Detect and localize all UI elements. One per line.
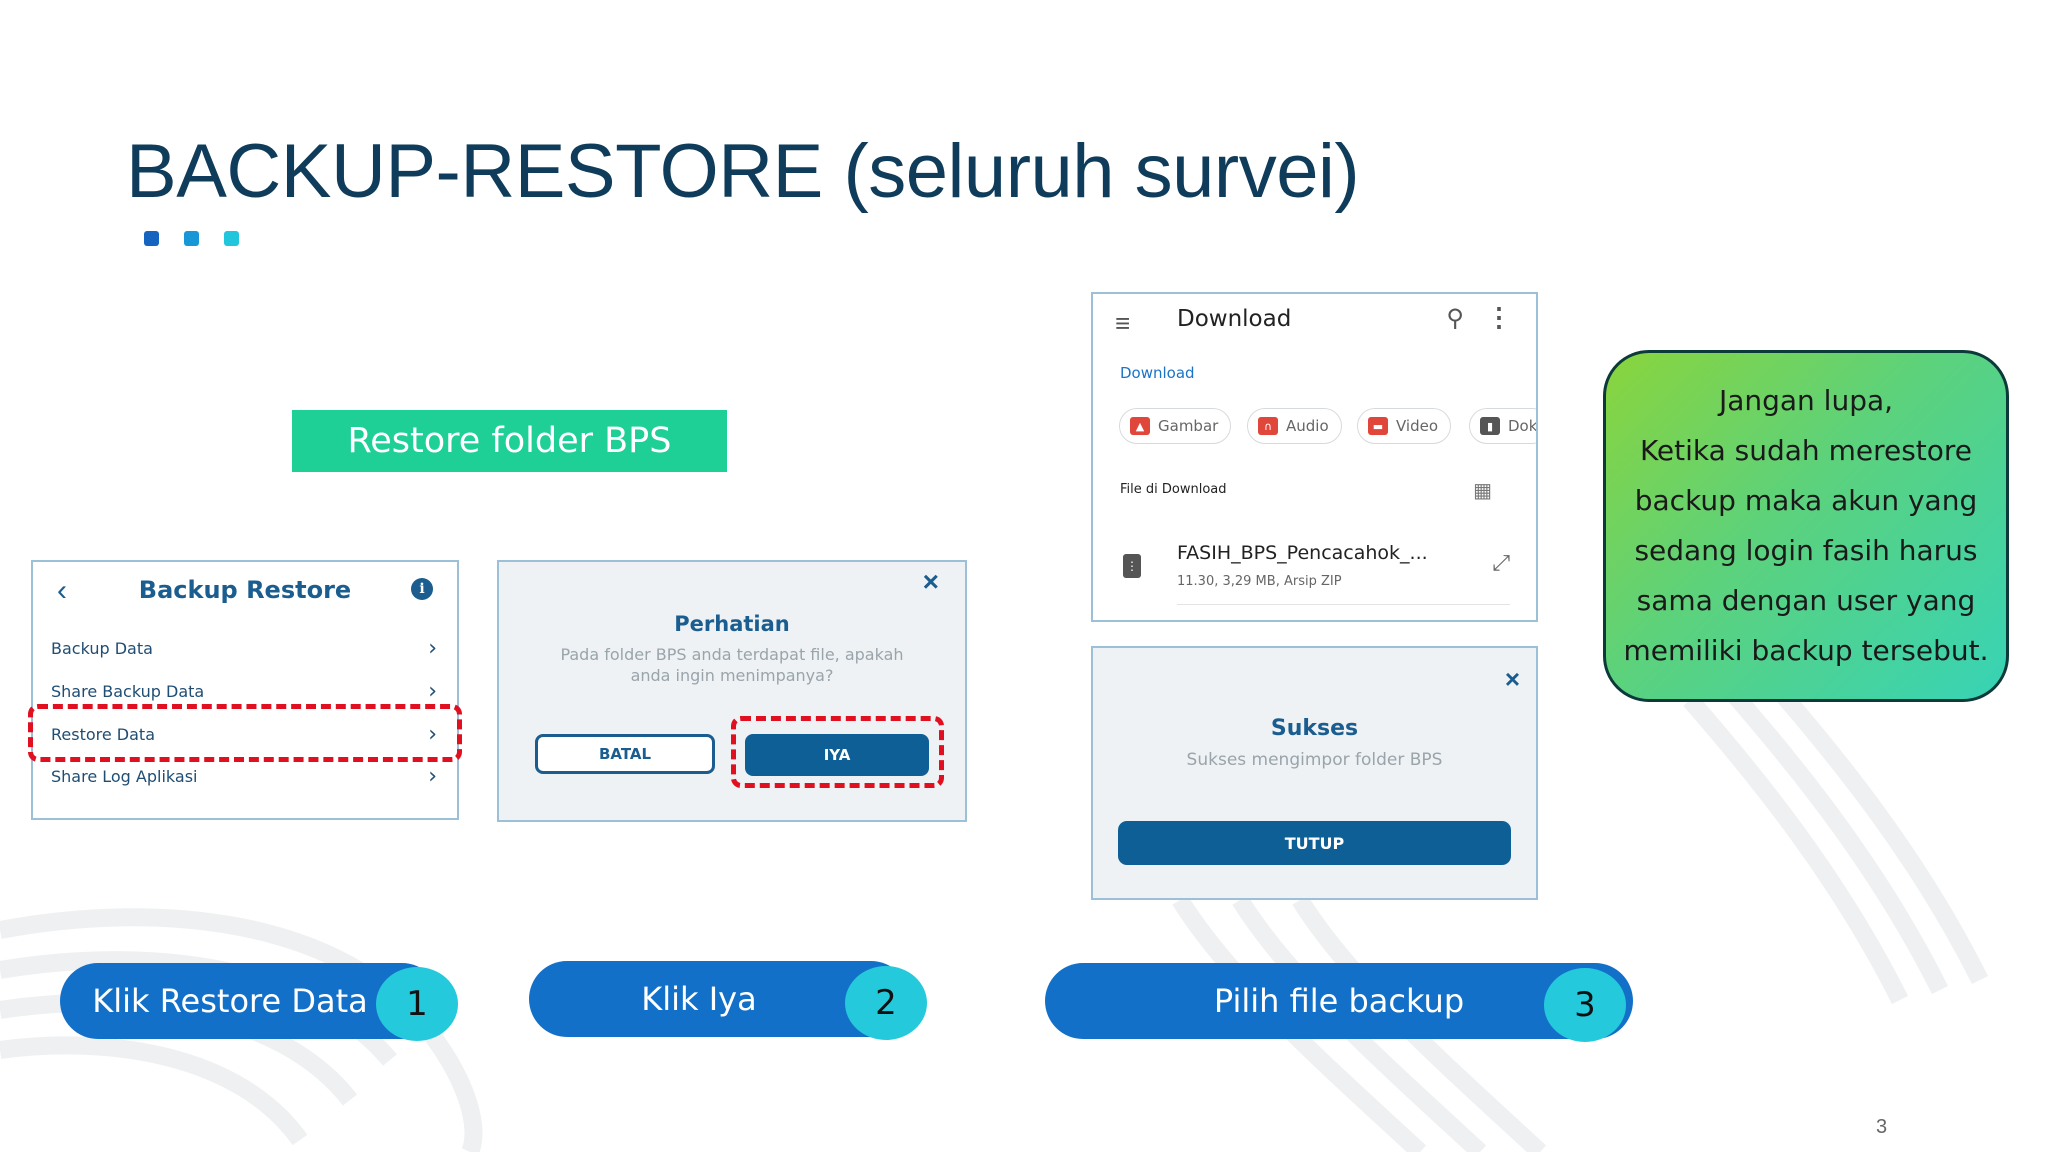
chevron-right-icon: › [428,635,437,661]
menu-item-label: Restore Data [51,724,155,744]
note-text: Jangan lupa, Ketika sudah merestore back… [1623,376,1988,676]
menu-item-restore-data[interactable]: Restore Data › [51,718,437,750]
step-3-number: 3 [1544,968,1626,1042]
step-2-number: 2 [845,966,927,1040]
chip-label: Gambar [1158,417,1219,435]
note-line: sedang login fasih harus [1634,534,1978,567]
backup-restore-screen: ‹ Backup Restore i Backup Data › Share B… [31,560,459,820]
reminder-note: Jangan lupa, Ketika sudah merestore back… [1603,350,2009,702]
divider [1177,604,1510,605]
section-label: Restore folder BPS [292,410,727,472]
chip-label: Audio [1286,417,1329,435]
accent-dot-1 [144,231,159,246]
note-line: Jangan lupa, [1718,384,1894,417]
highlight-confirm-button [731,716,944,788]
dialog-title: Sukses [1270,716,1359,741]
step-label: Pilih file backup [1213,982,1465,1020]
confirm-button[interactable]: IYA [745,734,929,776]
menu-item-label: Share Backup Data [51,681,205,701]
note-line: sama dengan user yang [1636,584,1976,617]
highlight-restore-data [28,704,462,762]
download-screen: ≡ Download ⚲ ⋮ Download ▲ Gambar ∩ Audio… [1091,292,1538,622]
step-1-number: 1 [376,967,458,1041]
note-line: memiliki backup tersebut. [1623,634,1989,667]
file-name[interactable]: FASIH_BPS_Pencacahok_... [1177,542,1428,564]
chip-label: Video [1396,417,1439,435]
image-icon: ▲ [1130,417,1150,435]
video-icon: ▬ [1368,417,1388,435]
menu-item-share-log-aplikasi[interactable]: Share Log Aplikasi › [51,760,437,792]
file-meta: 11.30, 3,29 MB, Arsip ZIP [1177,574,1342,589]
note-line: backup maka akun yang [1634,484,1978,517]
dialog-message: Sukses mengimpor folder BPS [1186,750,1443,770]
chip-gambar[interactable]: ▲ Gambar [1119,408,1232,444]
page-number: 3 [1876,1116,1888,1138]
backup-restore-header: ‹ Backup Restore i [33,562,457,624]
search-icon[interactable]: ⚲ [1446,305,1464,332]
dialog-message: Pada folder BPS anda terdapat file, apak… [560,645,904,685]
chip-audio[interactable]: ∩ Audio [1247,408,1342,444]
menu-item-label: Backup Data [51,638,153,658]
slide-title: BACKUP-RESTORE (seluruh survei) [126,129,1360,214]
menu-icon[interactable]: ≡ [1115,308,1131,338]
note-line: Ketika sudah merestore [1639,434,1973,467]
chevron-left-icon[interactable]: ‹ [57,574,67,607]
section-label: File di Download [1120,482,1227,497]
step-label: Klik Iya [641,980,757,1018]
menu-item-label: Share Log Aplikasi [51,766,198,786]
step-label: Klik Restore Data [92,982,368,1020]
chevron-right-icon: › [428,721,437,747]
menu-item-share-backup-data[interactable]: Share Backup Data › [51,675,437,707]
download-title: Download [1177,306,1292,332]
menu-item-backup-data[interactable]: Backup Data › [51,632,437,664]
dialog-title: Perhatian [674,612,790,636]
accent-dot-3 [224,231,239,246]
close-icon[interactable]: × [922,566,939,597]
grid-view-icon[interactable]: ▦ [1473,480,1492,502]
step-3-pill: Pilih file backup [1045,963,1633,1039]
document-icon: ▮ [1480,417,1500,435]
backup-restore-title: Backup Restore [138,576,352,604]
breadcrumb[interactable]: Download [1120,364,1195,382]
more-options-icon[interactable]: ⋮ [1486,302,1512,332]
zip-file-icon: ⋮ [1123,554,1141,578]
cancel-button[interactable]: BATAL [535,734,715,774]
expand-icon[interactable]: ⤢ [1492,550,1510,575]
confirm-dialog: × Perhatian Pada folder BPS anda terdapa… [497,560,967,822]
chip-dokumen[interactable]: ▮ Dok [1469,408,1538,444]
info-icon[interactable]: i [411,578,433,600]
close-icon[interactable]: × [1504,664,1520,694]
chevron-right-icon: › [428,678,437,704]
close-button[interactable]: TUTUP [1118,821,1511,865]
accent-dot-2 [184,231,199,246]
chevron-right-icon: › [428,763,437,789]
success-dialog: × Sukses Sukses mengimpor folder BPS TUT… [1091,646,1538,900]
headphones-icon: ∩ [1258,417,1278,435]
chip-video[interactable]: ▬ Video [1357,408,1452,444]
chip-label: Dok [1508,417,1538,435]
